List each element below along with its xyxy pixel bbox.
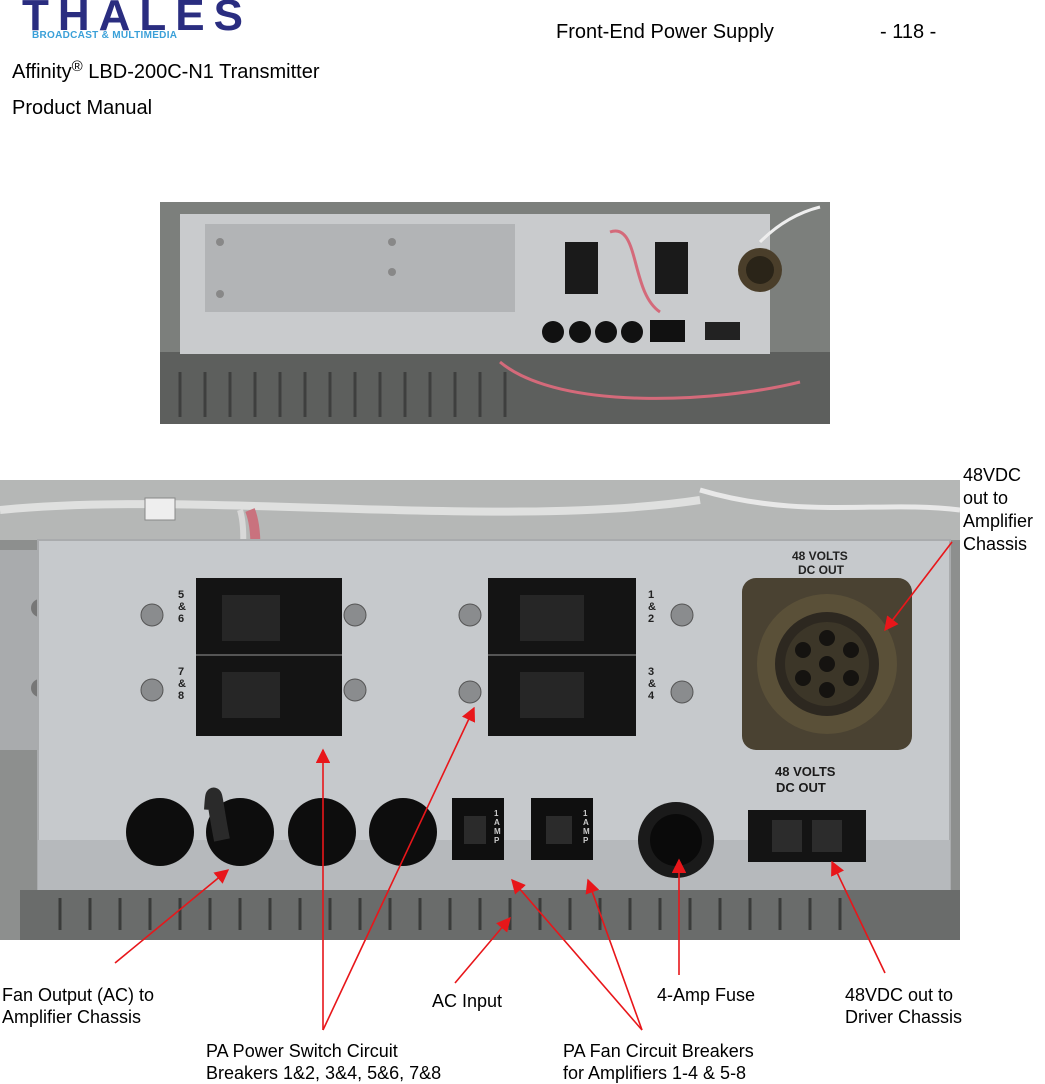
breaker-label-3-4: 3&4 [648, 666, 656, 702]
breaker-label-7-8: 7&8 [178, 666, 186, 702]
driver-marking-top: 48 VOLTS [775, 764, 836, 779]
product-name: Affinity® LBD-200C-N1 Transmitter [12, 58, 320, 84]
page-number: - 118 - [880, 21, 937, 43]
overview-illustration [160, 202, 830, 424]
label-fuse: 4-Amp Fuse [657, 985, 756, 1005]
breaker-label-5-6: 5&6 [178, 589, 186, 625]
label-fan-output: Fan Output (AC) to Amplifier Chassis [2, 985, 155, 1027]
driver-marking-bottom: DC OUT [776, 780, 826, 795]
connector-marking-top: 48 VOLTS [792, 549, 848, 563]
label-dc-out-driver: 48VDC out to Driver Chassis [845, 985, 963, 1027]
label-pa-power-breakers: PA Power Switch Circuit Breakers 1&2, 3&… [206, 1041, 442, 1083]
registered-mark: ® [71, 58, 83, 75]
label-ac-input: AC Input [432, 991, 503, 1011]
logo-subtitle: BROADCAST & MULTIMEDIA [32, 30, 178, 41]
detail-illustration: 5&6 7&8 1&2 3&4 48 VOLTS DC OUT [0, 480, 960, 940]
manual-title: Product Manual [12, 97, 153, 119]
product-suffix: LBD-200C-N1 Transmitter [82, 61, 320, 83]
power-supply-detail-photo: 5&6 7&8 1&2 3&4 48 VOLTS DC OUT [0, 480, 960, 940]
connector-marking-bottom: DC OUT [798, 563, 845, 577]
product-prefix: Affinity [12, 61, 72, 83]
section-title: Front-End Power Supply [556, 21, 774, 43]
power-supply-overview-photo [160, 202, 830, 424]
label-pa-fan-breakers: PA Fan Circuit Breakers for Amplifiers 1… [563, 1041, 754, 1083]
breaker-label-1-2: 1&2 [648, 589, 656, 625]
logo-wordmark: THALES [22, 0, 252, 40]
label-dc-out-amplifier: 48VDC out to Amplifier Chassis [963, 465, 1034, 554]
thales-logo: THALES BROADCAST & MULTIMEDIA [10, 0, 243, 44]
